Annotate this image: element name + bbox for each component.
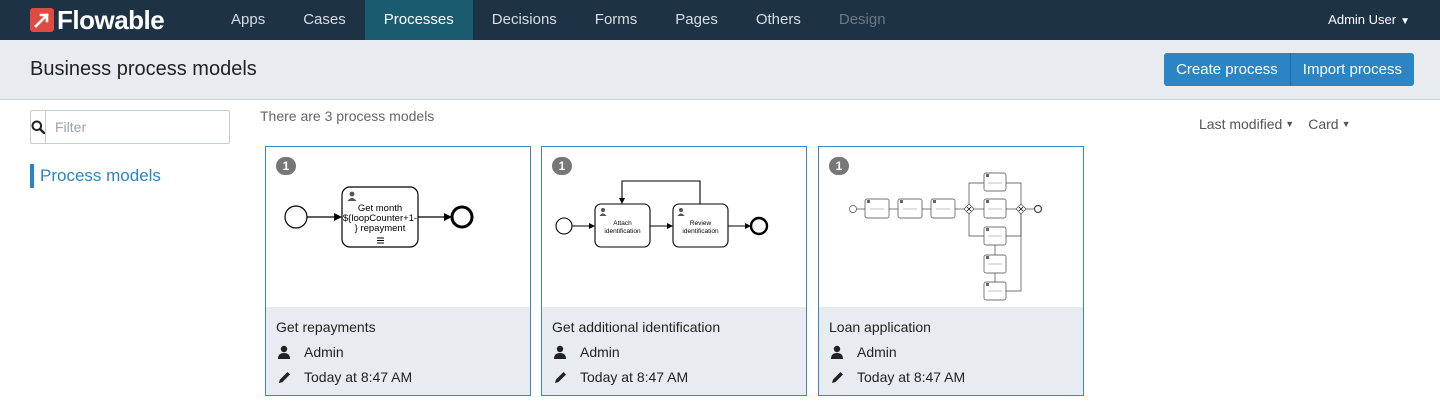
task-label-line: identification: [682, 228, 719, 235]
nav-item-decisions[interactable]: Decisions: [491, 11, 557, 28]
chevron-down-icon: ▼: [1400, 16, 1410, 27]
page-header: Business process models Create process I…: [0, 40, 1440, 100]
user-name: Admin User: [1328, 12, 1397, 27]
user-menu[interactable]: Admin User▼: [1328, 0, 1410, 40]
import-process-button[interactable]: Import process: [1290, 53, 1414, 86]
process-diagram-thumbnail: Attach identification Review identificat…: [542, 147, 806, 307]
task-label-line: identification: [604, 228, 641, 235]
task-label-line: Review: [690, 220, 712, 227]
task-label-line: Get month: [358, 203, 402, 214]
nav-item-apps[interactable]: Apps: [231, 11, 266, 28]
search-icon[interactable]: [31, 111, 46, 143]
sort-dropdown[interactable]: Last modified▼: [1199, 116, 1294, 132]
author-name: Admin: [857, 344, 897, 360]
page-title: Business process models: [30, 58, 257, 80]
task-label-line: Attach: [613, 220, 632, 227]
sort-controls: Last modified▼ Card▼: [1199, 116, 1364, 132]
modified-date: Today at 8:47 AM: [580, 369, 689, 385]
card-info: Get additional identification Admin Toda…: [542, 307, 806, 395]
bpmn-diagram: Attach identification Review identificat…: [555, 180, 769, 248]
author-row: Admin: [552, 343, 620, 361]
sidebar-item-process-models[interactable]: Process models: [30, 164, 161, 188]
user-icon: [829, 344, 845, 360]
modified-row: Today at 8:47 AM: [552, 368, 688, 386]
author-row: Admin: [276, 343, 344, 361]
view-label: Card: [1308, 116, 1339, 132]
view-dropdown[interactable]: Card▼: [1308, 116, 1350, 132]
pencil-icon: [552, 369, 568, 385]
filter-box: [30, 110, 236, 144]
version-badge: 1: [829, 157, 849, 175]
process-name: Loan application: [829, 319, 931, 335]
process-card[interactable]: 1 Loan application Admin Today at 8:47 A…: [818, 146, 1084, 396]
modified-row: Today at 8:47 AM: [829, 368, 965, 386]
process-card[interactable]: Attach identification Review identificat…: [541, 146, 807, 396]
author-name: Admin: [580, 344, 620, 360]
nav-item-others[interactable]: Others: [755, 11, 801, 28]
pencil-icon: [276, 369, 292, 385]
nav-item-design: Design: [838, 11, 886, 28]
caret-down-icon: ▼: [1341, 119, 1351, 129]
process-name: Get additional identification: [552, 319, 721, 335]
modified-date: Today at 8:47 AM: [857, 369, 966, 385]
create-process-button[interactable]: Create process: [1164, 53, 1291, 86]
process-diagram-thumbnail: Get month ${loopCounter+1- } repayment 1: [266, 147, 530, 307]
modified-row: Today at 8:47 AM: [276, 368, 412, 386]
model-count: There are 3 process models: [260, 108, 435, 124]
filter-input[interactable]: [46, 111, 236, 143]
sort-label: Last modified: [1199, 116, 1283, 132]
user-icon: [276, 344, 292, 360]
card-info: Loan application Admin Today at 8:47 AM: [819, 307, 1083, 395]
flowable-logo[interactable]: Flowable: [30, 4, 165, 35]
caret-down-icon: ▼: [1285, 119, 1295, 129]
bpmn-diagram: Get month ${loopCounter+1- } repayment: [284, 186, 474, 248]
modified-date: Today at 8:47 AM: [304, 369, 413, 385]
process-diagram-thumbnail: 1: [819, 147, 1083, 307]
task-label-line: } repayment: [355, 223, 406, 234]
bpmn-diagram: [849, 172, 1043, 301]
card-info: Get repayments Admin Today at 8:47 AM: [266, 307, 530, 395]
top-navbar: Flowable Apps Cases Processes Decisions …: [0, 0, 1440, 40]
brand-name: Flowable: [57, 4, 165, 35]
version-badge: 1: [552, 157, 572, 175]
process-name: Get repayments: [276, 319, 376, 335]
task-label-line: ${loopCounter+1-: [343, 213, 417, 224]
pencil-icon: [829, 369, 845, 385]
nav-item-forms[interactable]: Forms: [594, 11, 638, 28]
nav-item-pages[interactable]: Pages: [675, 11, 718, 28]
flowable-logo-icon: [30, 8, 54, 32]
process-card[interactable]: Get month ${loopCounter+1- } repayment 1…: [265, 146, 531, 396]
nav-item-cases[interactable]: Cases: [303, 11, 346, 28]
header-actions: Create process Import process: [1164, 53, 1414, 86]
nav-item-processes[interactable]: Processes: [364, 0, 473, 40]
nav-menu: Apps Cases Processes Decisions Forms Pag…: [212, 0, 905, 40]
author-name: Admin: [304, 344, 344, 360]
author-row: Admin: [829, 343, 897, 361]
user-icon: [552, 344, 568, 360]
version-badge: 1: [276, 157, 296, 175]
